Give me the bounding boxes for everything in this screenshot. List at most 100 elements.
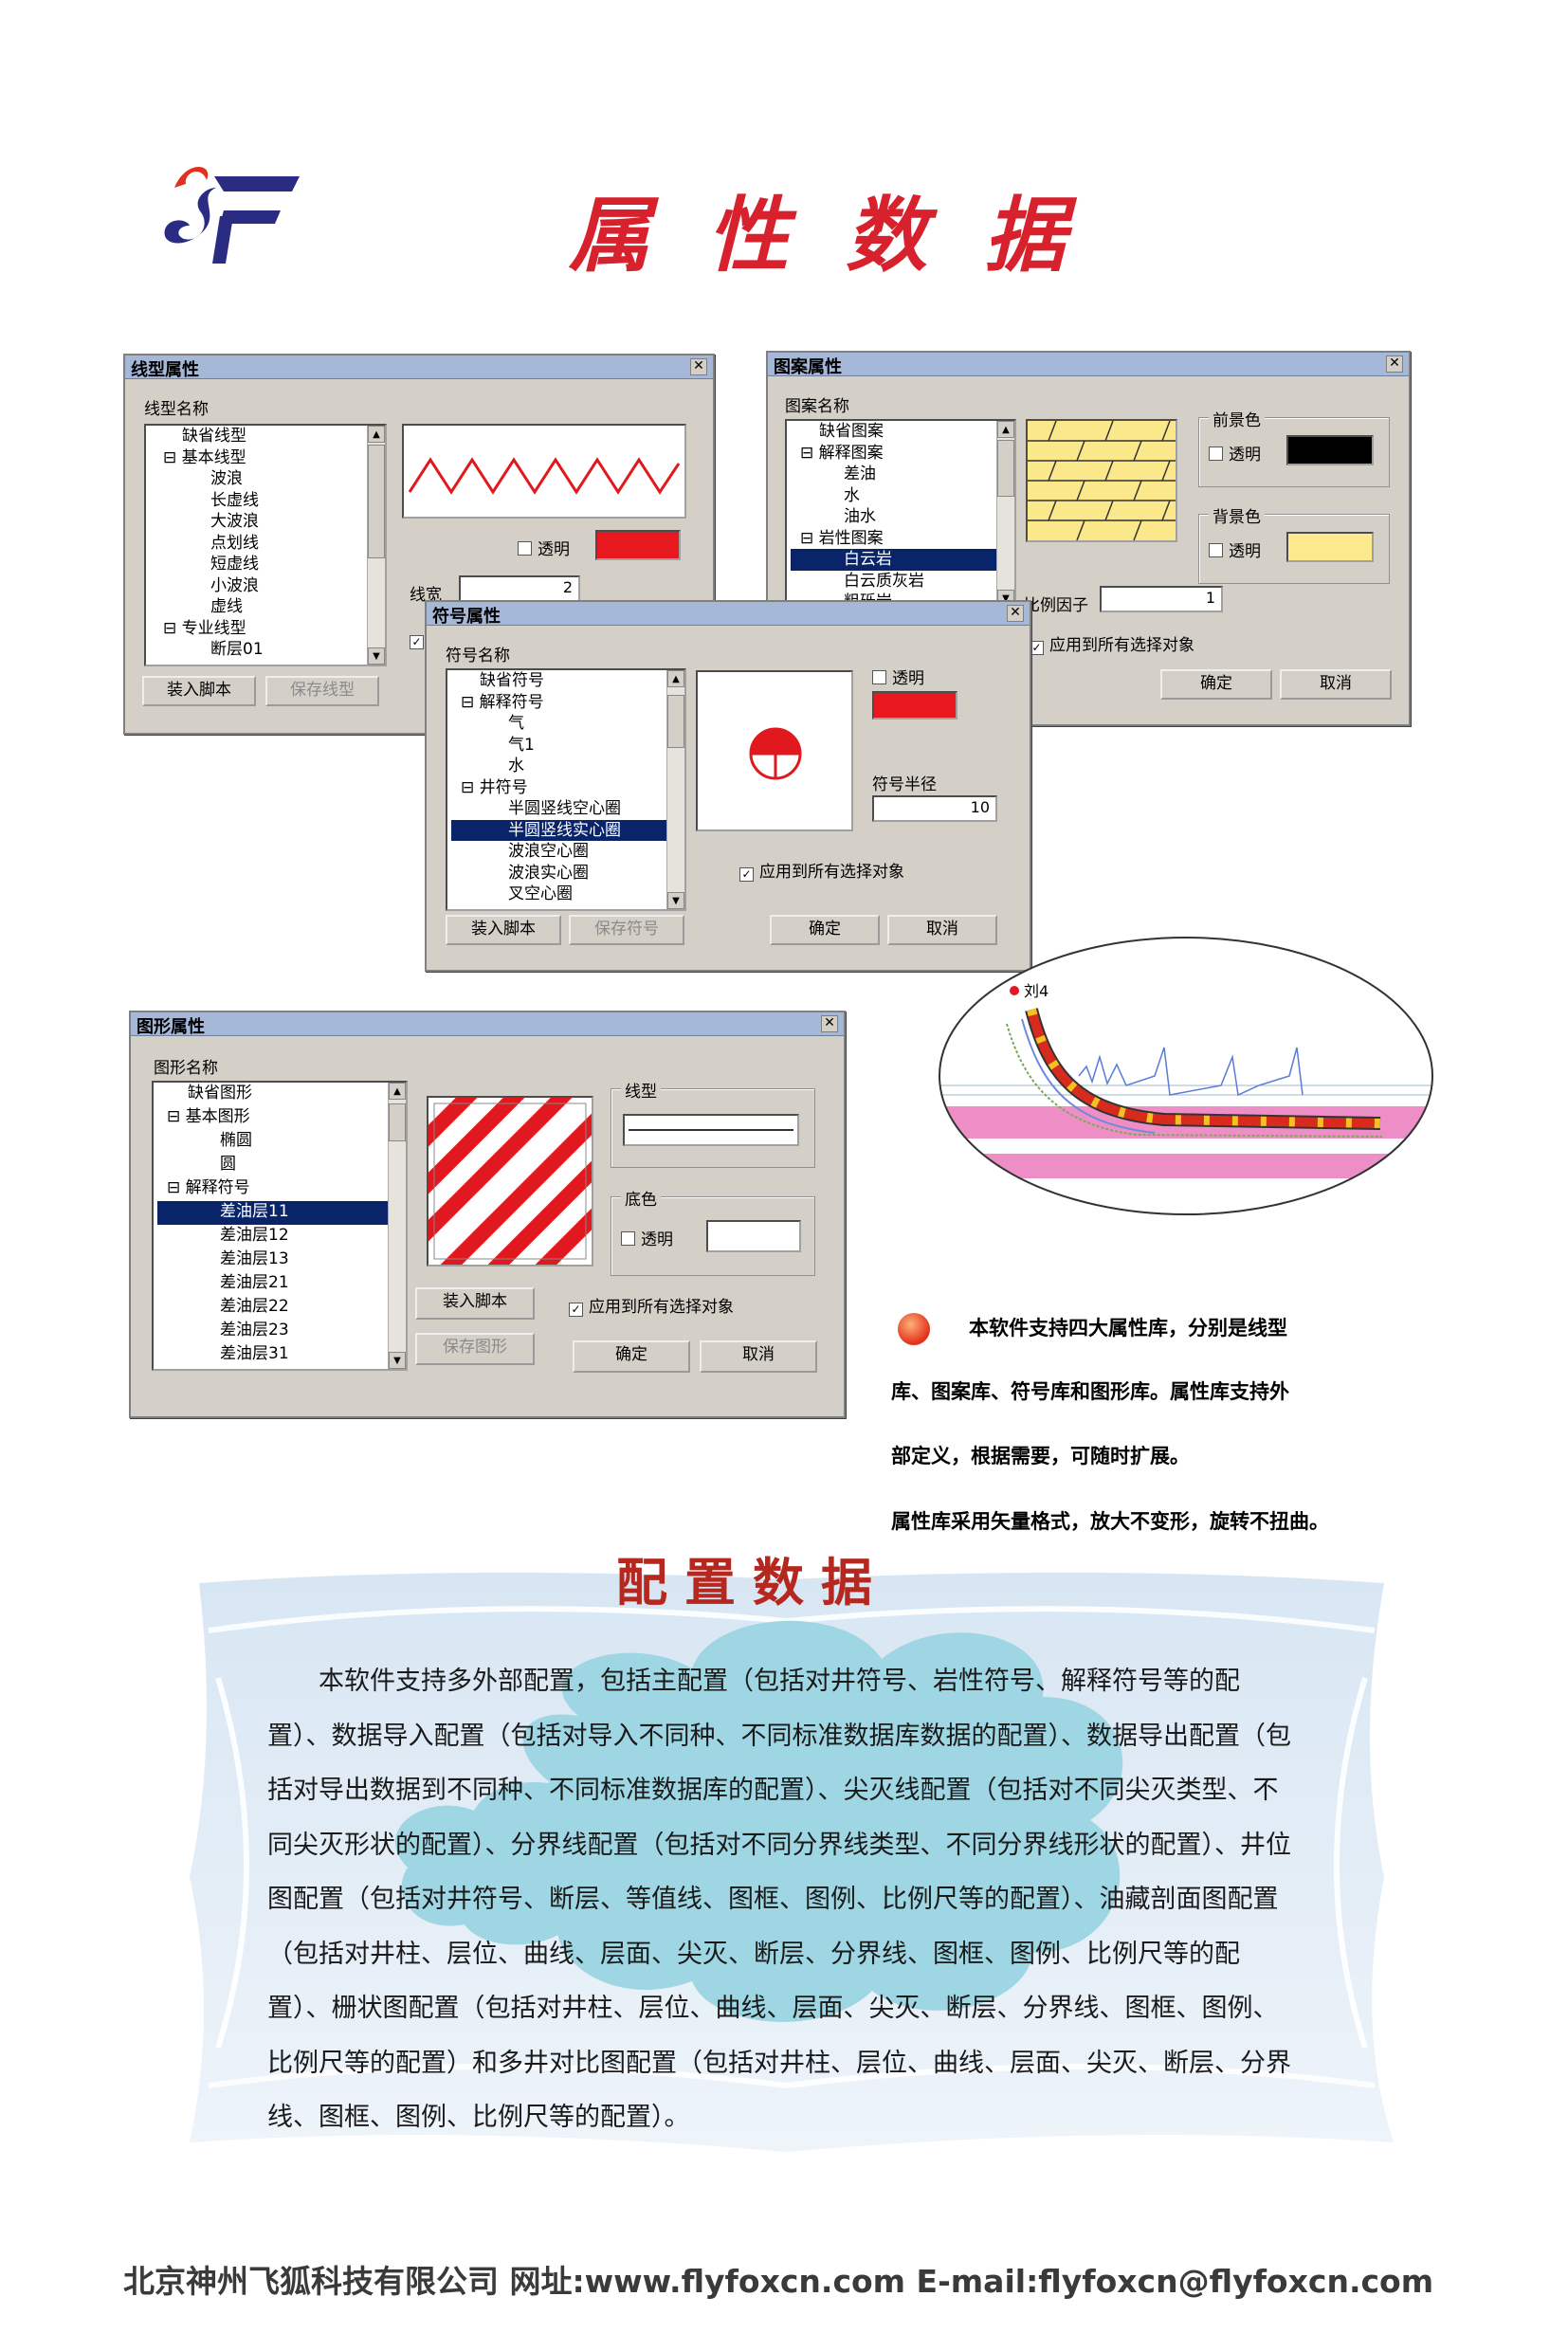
apply-all-checkbox[interactable]: ✓应用到所有选择对象: [739, 858, 904, 882]
close-icon[interactable]: ✕: [1007, 605, 1024, 622]
list-item-selected[interactable]: 半圆竖线实心圈: [451, 819, 684, 841]
partial-checkbox[interactable]: ✓: [410, 630, 429, 649]
pattern-preview: [1026, 419, 1177, 542]
dialog-title: 符号属性: [432, 607, 501, 627]
list-item[interactable]: 半圆竖线空心圈: [508, 799, 621, 818]
background-group: 背景色 透明: [1198, 503, 1390, 584]
list-item[interactable]: 差油层23: [220, 1321, 289, 1340]
linetype-list[interactable]: 缺省线型 ⊟ 基本线型 波浪 长虚线 大波浪 点划线 短虚线 小波浪 虚线 ⊟ …: [144, 424, 387, 666]
list-item[interactable]: 点划线: [210, 533, 259, 553]
list-item[interactable]: 水: [844, 485, 860, 505]
list-item[interactable]: 白云质灰岩: [844, 571, 924, 591]
list-item[interactable]: 差油层13: [220, 1249, 289, 1268]
line-group: 线型: [611, 1078, 815, 1168]
list-item[interactable]: 气: [508, 714, 524, 733]
bg-transparent-checkbox[interactable]: 透明: [1209, 538, 1261, 561]
list-item[interactable]: 叉空心圈: [508, 884, 573, 903]
symbol-dialog: 符号属性 ✕ 符号名称 缺省符号 ⊟ 解释符号 气 气1 水 ⊟ 井符号 半圆竖…: [425, 600, 1031, 972]
list-item[interactable]: 缺省线型: [182, 427, 246, 446]
list-item[interactable]: 波浪: [210, 469, 243, 488]
radius-input[interactable]: 10: [872, 795, 997, 822]
company-logo: [164, 166, 300, 264]
list-item[interactable]: ⊟ 解释符号: [167, 1178, 250, 1197]
symbol-list[interactable]: 缺省符号 ⊟ 解释符号 气 气1 水 ⊟ 井符号 半圆竖线空心圈 半圆竖线实心圈…: [446, 668, 686, 911]
fill-transparent-checkbox[interactable]: 透明: [621, 1226, 673, 1249]
list-item[interactable]: 虚线: [210, 597, 243, 616]
save-shape-button[interactable]: 保存图形: [415, 1333, 535, 1365]
list-item[interactable]: 大波浪: [210, 512, 259, 531]
list-item[interactable]: 缺省图案: [819, 422, 884, 441]
config-title: 配置数据: [616, 1552, 889, 1613]
ok-button[interactable]: 确定: [573, 1340, 690, 1373]
list-item[interactable]: 油水: [844, 507, 876, 526]
close-icon[interactable]: ✕: [690, 358, 707, 375]
list-item[interactable]: 波浪实心圈: [508, 863, 589, 883]
line-color-swatch[interactable]: [595, 530, 681, 560]
ok-button[interactable]: 确定: [1160, 669, 1272, 700]
list-item[interactable]: ⊟ 基本线型: [163, 447, 246, 467]
list-item[interactable]: 断层01: [210, 640, 264, 659]
list-item[interactable]: 椭圆: [220, 1131, 252, 1150]
scale-input[interactable]: 1: [1100, 586, 1223, 612]
zigzag-line-sample: [408, 457, 681, 495]
list-item[interactable]: ⊟ 井符号: [461, 777, 528, 797]
list-item[interactable]: 缺省符号: [480, 671, 544, 690]
cancel-button[interactable]: 取消: [1280, 669, 1392, 700]
list-item[interactable]: 差油层21: [220, 1273, 289, 1292]
close-icon[interactable]: ✕: [1386, 355, 1403, 373]
scrollbar[interactable]: ▲ ▼: [996, 421, 1014, 607]
load-script-button[interactable]: 装入脚本: [446, 915, 561, 945]
list-label: 图案名称: [785, 397, 849, 416]
line-style-swatch[interactable]: [623, 1114, 799, 1146]
load-script-button[interactable]: 装入脚本: [142, 676, 256, 706]
list-item[interactable]: ⊟ 岩性图案: [800, 528, 884, 548]
config-body: 本软件支持多外部配置，包括主配置（包括对井符号、岩性符号、解释符号等的配置）、数…: [267, 1667, 1291, 2132]
list-item[interactable]: 差油层12: [220, 1226, 289, 1245]
scrollbar[interactable]: ▲ ▼: [367, 426, 385, 665]
save-linetype-button[interactable]: 保存线型: [265, 676, 379, 706]
list-item[interactable]: 小波浪: [210, 575, 259, 595]
bg-color-swatch[interactable]: [1286, 532, 1374, 562]
cancel-button[interactable]: 取消: [887, 915, 997, 945]
list-item[interactable]: 气1: [508, 735, 535, 755]
list-label: 线型名称: [144, 400, 209, 419]
apply-all-checkbox[interactable]: ✓应用到所有选择对象: [1030, 631, 1194, 655]
width-input[interactable]: 2: [459, 575, 580, 602]
list-item[interactable]: 缺省图形: [188, 1084, 252, 1103]
list-item[interactable]: 水: [508, 756, 524, 775]
list-item[interactable]: ⊟ 基本图形: [167, 1107, 250, 1126]
list-item[interactable]: ⊟ 解释图案: [800, 443, 884, 463]
shape-list[interactable]: 缺省图形 ⊟ 基本图形 椭圆 圆 ⊟ 解释符号 差油层11 差油层12 差油层1…: [152, 1081, 408, 1371]
scrollbar[interactable]: ▲ ▼: [388, 1083, 406, 1369]
list-item[interactable]: ⊟ 专业线型: [163, 618, 246, 638]
list-item-selected[interactable]: 差油层11: [157, 1201, 406, 1225]
transparent-checkbox[interactable]: 透明: [872, 665, 924, 688]
list-item-selected[interactable]: 白云岩: [791, 549, 1014, 571]
close-icon[interactable]: ✕: [821, 1015, 838, 1032]
list-item[interactable]: 圆: [220, 1155, 236, 1174]
scrollbar[interactable]: ▲ ▼: [666, 670, 684, 909]
linetype-dialog: 线型属性 ✕ 线型名称 缺省线型 ⊟ 基本线型 波浪 长虚线 大波浪 点划线 短…: [123, 354, 715, 735]
cloud-background: [190, 1572, 1394, 2152]
fill-color-swatch[interactable]: [706, 1220, 801, 1252]
fg-color-swatch[interactable]: [1286, 435, 1374, 465]
list-item[interactable]: 短虚线: [210, 555, 259, 574]
apply-all-checkbox[interactable]: ✓应用到所有选择对象: [569, 1293, 734, 1317]
transparent-checkbox[interactable]: 透明: [518, 536, 570, 559]
foreground-group: 前景色 透明: [1198, 407, 1390, 487]
footer-contact: 北京神州飞狐科技有限公司 网址:www.flyfoxcn.com E-mail:…: [123, 2263, 1434, 2300]
list-item[interactable]: 差油层22: [220, 1297, 289, 1316]
list-item[interactable]: 差油层31: [220, 1344, 289, 1363]
pattern-list[interactable]: 缺省图案 ⊟ 解释图案 差油 水 油水 ⊟ 岩性图案 白云岩 白云质灰岩 粗砾岩…: [785, 419, 1016, 609]
list-item[interactable]: 波浪空心圈: [508, 842, 589, 861]
symbol-color-swatch[interactable]: [872, 691, 957, 720]
cancel-button[interactable]: 取消: [700, 1340, 817, 1373]
fg-transparent-checkbox[interactable]: 透明: [1209, 441, 1261, 465]
list-item[interactable]: 长虚线: [210, 490, 259, 510]
load-script-button[interactable]: 装入脚本: [415, 1287, 535, 1320]
list-item[interactable]: 差油: [844, 465, 876, 483]
list-item[interactable]: ⊟ 解释符号: [461, 692, 544, 712]
save-symbol-button[interactable]: 保存符号: [569, 915, 684, 945]
ok-button[interactable]: 确定: [770, 915, 880, 945]
info-line-2: 库、图案库、符号库和图形库。属性库支持外: [891, 1379, 1289, 1403]
